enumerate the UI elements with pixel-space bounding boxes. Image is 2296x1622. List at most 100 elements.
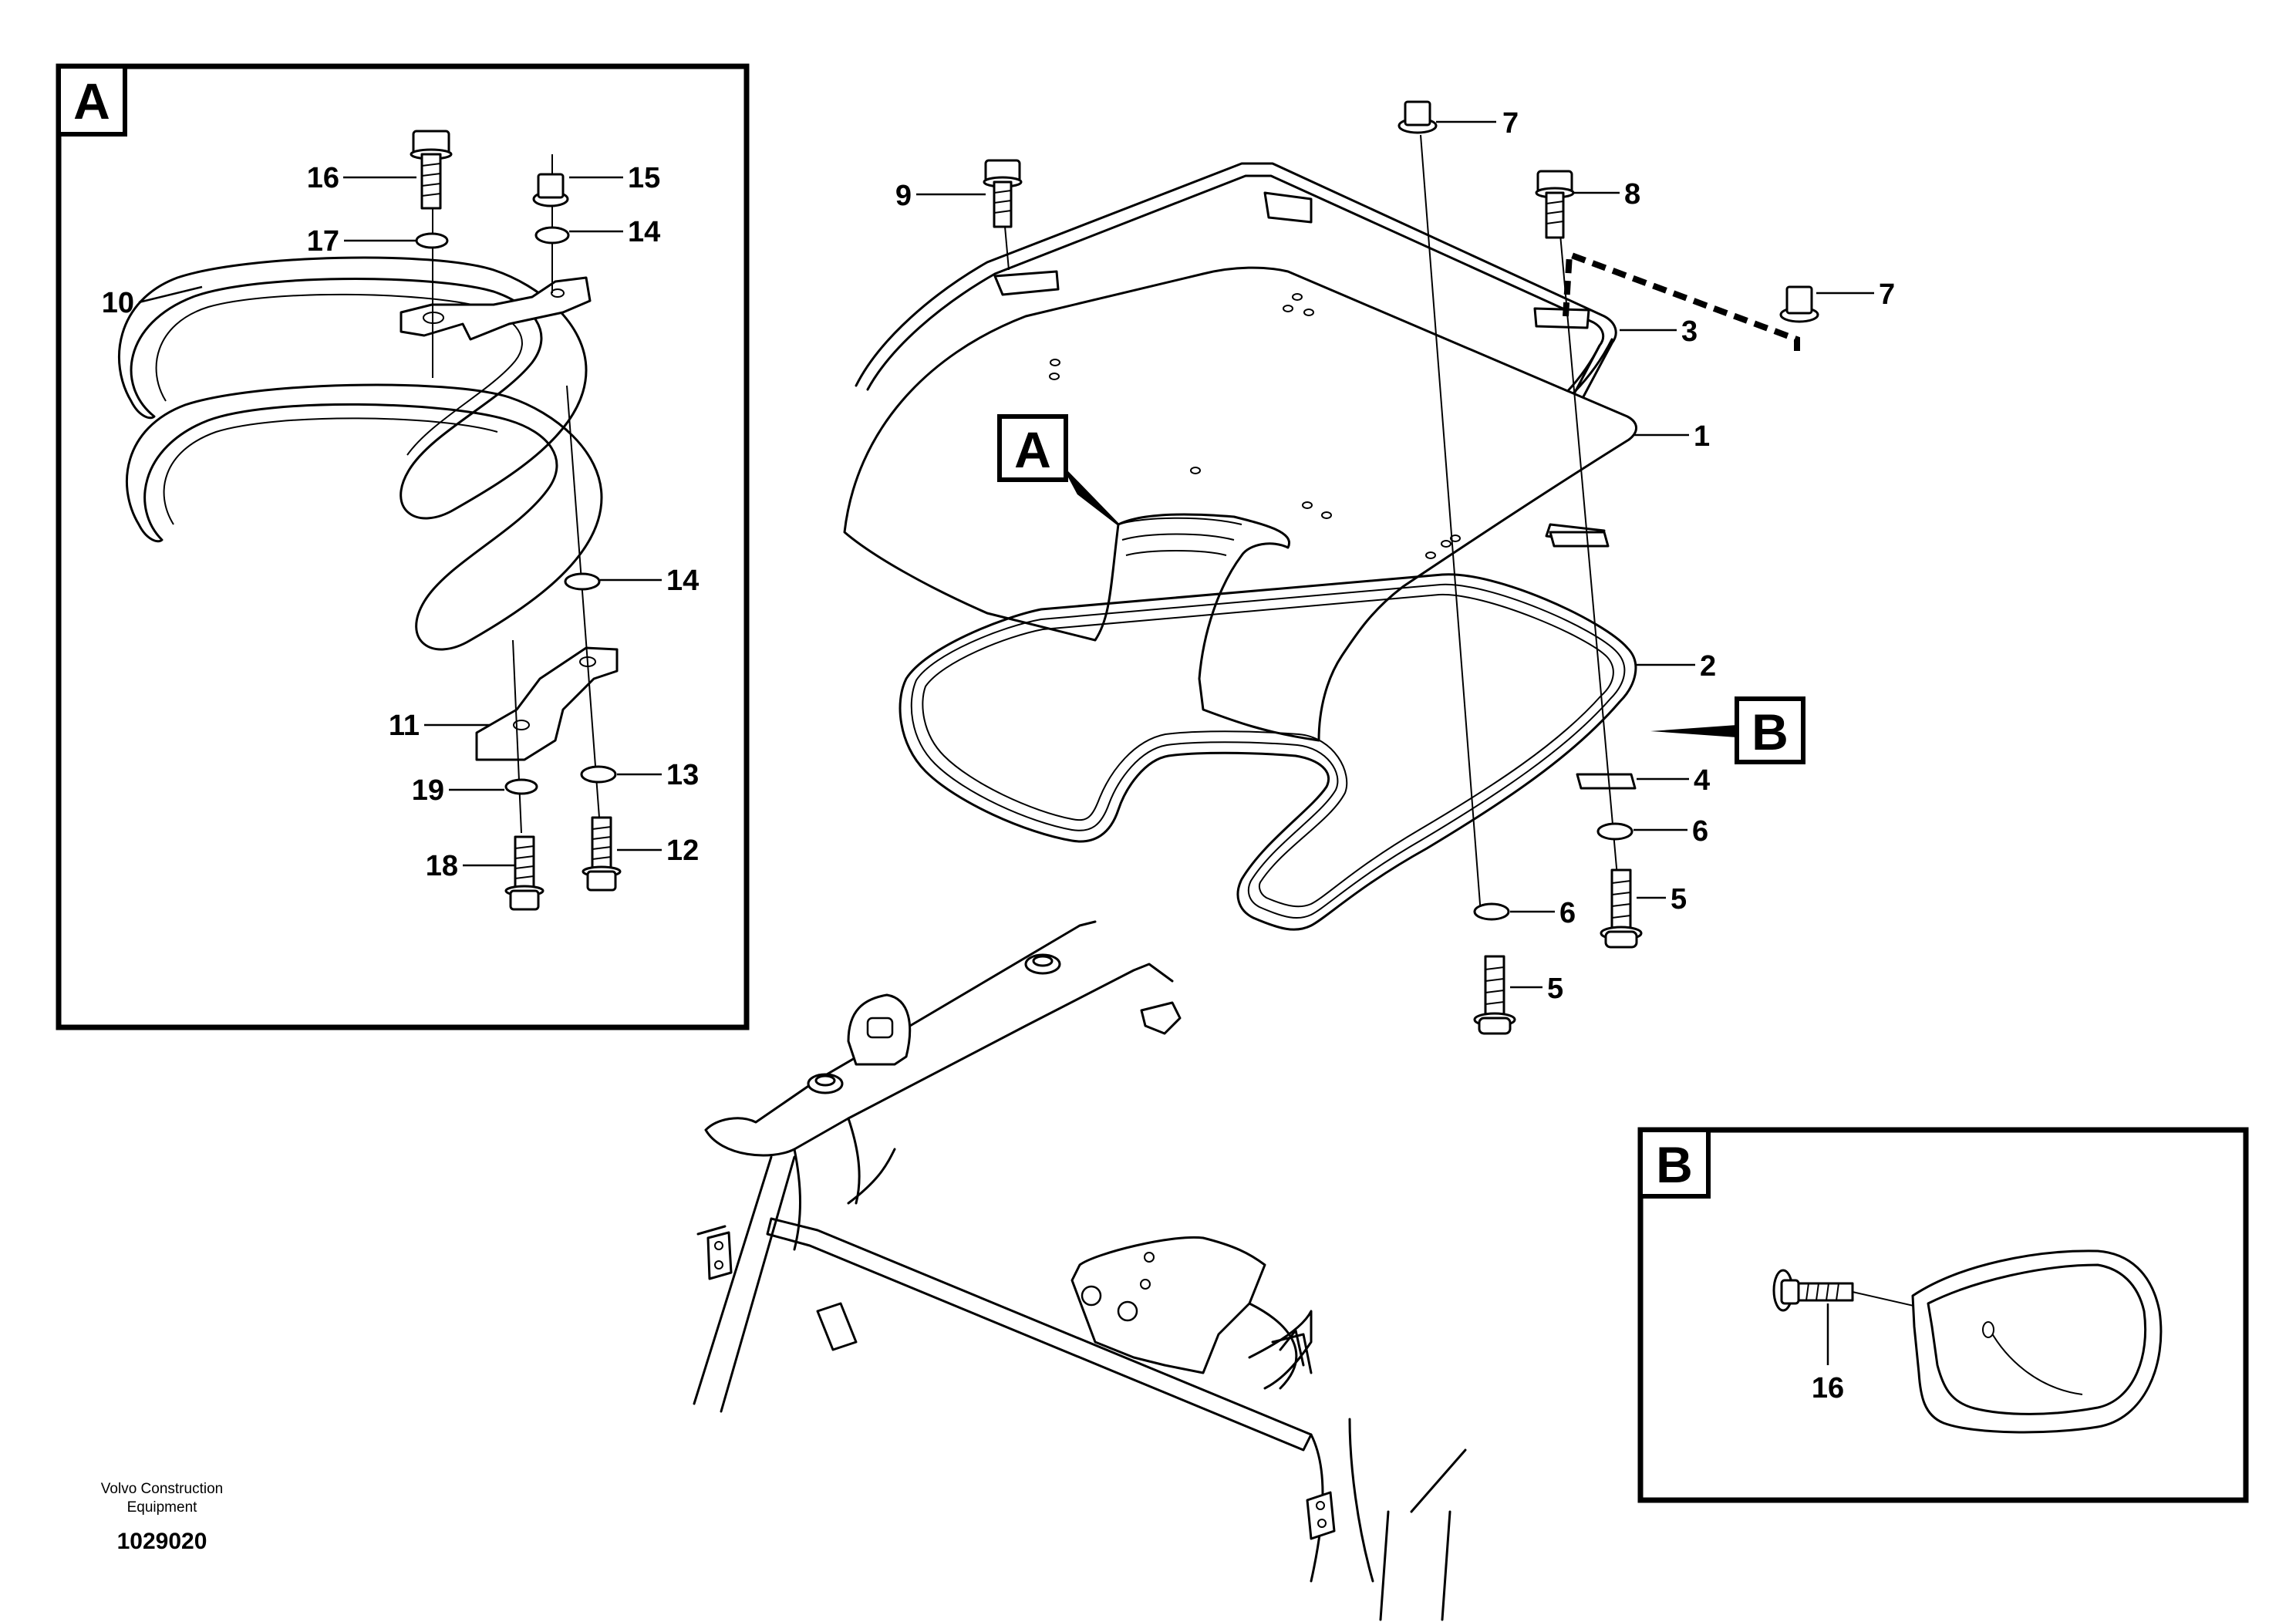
callout-17: 17 xyxy=(307,225,339,258)
handle-10-lower xyxy=(125,383,603,651)
cab-structure xyxy=(693,920,1467,1621)
reference-a-box xyxy=(997,414,1068,482)
reference-b-letter: B xyxy=(1752,703,1789,760)
washer-19 xyxy=(504,778,538,795)
axis-left-stack xyxy=(512,639,522,834)
axis-right-stack xyxy=(566,385,600,818)
bolt-16-panel-b xyxy=(1772,1269,1854,1312)
handle-10-lower-inner xyxy=(163,417,498,525)
pillar-hinge-hole-2 xyxy=(714,1260,723,1270)
handle-10-upper-inner xyxy=(155,293,523,456)
bracket-hole-3 xyxy=(1140,1279,1151,1290)
callout-13: 13 xyxy=(666,759,699,791)
rail-bolt-2-inner xyxy=(814,1074,836,1087)
roof-panel-1-holes xyxy=(1049,293,1461,559)
roof-panel-1 xyxy=(843,266,1637,742)
handle-cup xyxy=(1911,1249,2163,1434)
callout-2: 2 xyxy=(1700,650,1716,683)
callout-6-left: 6 xyxy=(1559,897,1576,929)
reference-b-box xyxy=(1735,696,1805,764)
roof-panel-1-cutout-edge xyxy=(1118,517,1242,556)
seal-2 xyxy=(899,573,1637,931)
cab-door-frame xyxy=(1379,1448,1467,1621)
axis-bolt-8 xyxy=(1557,207,1620,903)
callout-5-right: 5 xyxy=(1671,883,1687,916)
axis-nut-7 xyxy=(1420,134,1482,915)
cab-roof-rail xyxy=(704,920,1174,1157)
detail-panel-b-letter: B xyxy=(1656,1136,1693,1193)
seal-2-inner2 xyxy=(922,593,1614,908)
cab-side-panel xyxy=(1279,1329,1305,1367)
footer-drawing-number: 1029020 xyxy=(117,1529,207,1554)
cab-pillar-hinge xyxy=(706,1231,733,1280)
washer-17 xyxy=(415,232,449,249)
pillar-hinge-hole-1 xyxy=(714,1241,723,1250)
cab-lower-frame xyxy=(1248,1302,1374,1583)
plate-4 xyxy=(1576,773,1637,790)
callout-14-upper: 14 xyxy=(628,216,660,248)
callout-8: 8 xyxy=(1624,178,1640,211)
handle-10-upper-lug xyxy=(400,276,592,341)
callout-18: 18 xyxy=(426,850,458,882)
callout-7-top: 7 xyxy=(1502,107,1519,140)
door-hinge-hole-2 xyxy=(1317,1519,1327,1528)
reference-b-marker: B xyxy=(1650,696,1805,764)
frame-tab-rear xyxy=(1263,191,1313,224)
callout-3: 3 xyxy=(1681,315,1698,348)
seal-2-inner xyxy=(910,583,1626,919)
cab-door-hinge xyxy=(1306,1491,1336,1540)
callout-6-right: 6 xyxy=(1692,815,1708,848)
nut-7-top xyxy=(1397,100,1438,134)
bolt-12 xyxy=(582,816,622,892)
reference-a-letter: A xyxy=(1014,421,1051,478)
lifting-eye-slot xyxy=(866,1017,894,1039)
reference-a-marker: A xyxy=(997,414,1120,526)
bracket-hole-2 xyxy=(1117,1300,1138,1322)
reference-b-arrow xyxy=(1650,725,1737,737)
bracket-11 xyxy=(475,646,619,761)
dashed-guide xyxy=(1563,250,1800,355)
callout-19: 19 xyxy=(412,774,444,807)
callout-12: 12 xyxy=(666,835,699,867)
callout-7-right: 7 xyxy=(1879,278,1895,311)
detail-panel-a-letter: A xyxy=(73,73,110,130)
callout-14-lower: 14 xyxy=(666,565,699,597)
washer-6-right xyxy=(1596,822,1633,841)
cab-side-bar xyxy=(766,1217,1313,1452)
nut-15 xyxy=(532,173,569,207)
footer: Volvo Construction Equipment 1029020 xyxy=(101,1481,223,1554)
handle-cup-inner xyxy=(1927,1263,2147,1415)
roof-frame-3 xyxy=(855,162,1617,433)
bolt-16 xyxy=(410,130,453,210)
cab-crossbar xyxy=(816,1148,896,1351)
nut-7-right xyxy=(1779,285,1819,323)
callout-5-left: 5 xyxy=(1547,973,1563,1005)
detail-panel-a: A xyxy=(56,63,750,1030)
washer-14-upper xyxy=(534,226,570,244)
callout-9: 9 xyxy=(895,180,912,212)
detail-panel-b-frame xyxy=(1637,1127,2249,1503)
bolt-5-right xyxy=(1600,868,1643,949)
callout-16-panel-a: 16 xyxy=(307,162,339,194)
cab-right-channel xyxy=(1248,1310,1313,1390)
detail-panel-a-letter-box xyxy=(56,64,127,137)
callout-1: 1 xyxy=(1694,420,1710,453)
cab-center-bracket xyxy=(1070,1236,1266,1374)
detail-panel-a-frame xyxy=(56,63,750,1030)
handle-10-lug-hole-right xyxy=(551,288,565,298)
bracket-hole-4 xyxy=(1144,1252,1155,1263)
callout-4: 4 xyxy=(1694,764,1710,797)
bracket-11-hole-left xyxy=(513,720,530,730)
washer-14-lower xyxy=(564,572,601,591)
frame-tab-left xyxy=(993,270,1060,296)
handle-cup-rim xyxy=(1989,1329,2083,1395)
footer-company-line2: Equipment xyxy=(127,1499,198,1516)
detail-panel-b: B 16 xyxy=(1637,1127,2249,1503)
rail-clip xyxy=(1140,1001,1182,1035)
bolt-18 xyxy=(504,835,544,911)
callout-11: 11 xyxy=(389,710,420,742)
cab-rail-underside xyxy=(793,1117,861,1251)
callout-15: 15 xyxy=(628,162,660,194)
bolt-9 xyxy=(983,159,1023,228)
detail-panel-b-letter-box xyxy=(1638,1128,1711,1199)
